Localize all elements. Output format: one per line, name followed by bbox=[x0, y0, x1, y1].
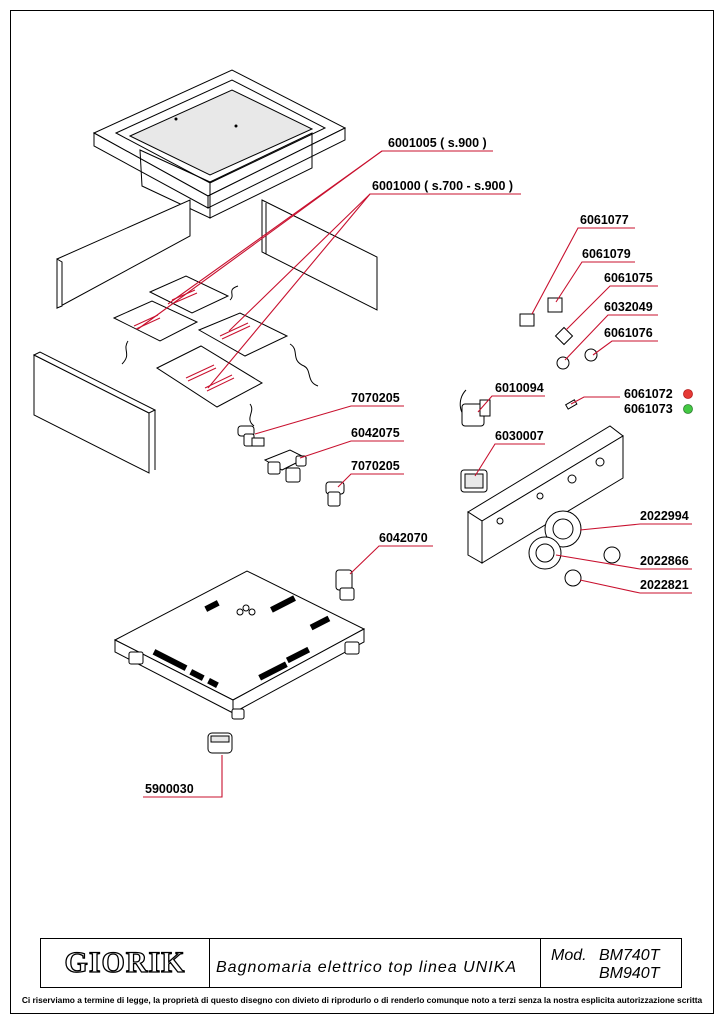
part-label-6061073: 6061073 bbox=[624, 402, 673, 416]
part-label-7070205-a: 7070205 bbox=[351, 391, 400, 405]
part-label-6042070: 6042070 bbox=[379, 531, 428, 545]
green-indicator-dot bbox=[683, 404, 693, 414]
base-plate bbox=[113, 570, 366, 720]
part-label-6030007: 6030007 bbox=[495, 429, 544, 443]
part-labels: 6001005 ( s.900 ) 6001000 ( s.700 - s.90… bbox=[145, 136, 689, 796]
logo-cell: GIORIK bbox=[41, 939, 210, 987]
part-label-6061076: 6061076 bbox=[604, 326, 653, 340]
product-description: Bagnomaria elettrico top linea UNIKA bbox=[216, 959, 518, 976]
front-panel bbox=[32, 351, 157, 474]
part-label-6001005: 6001005 ( s.900 ) bbox=[388, 136, 487, 150]
copyright-note: Ci riserviamo a termine di legge, la pro… bbox=[21, 995, 703, 1005]
part-label-5900030: 5900030 bbox=[145, 782, 194, 796]
part-label-6061072: 6061072 bbox=[624, 387, 673, 401]
model-prefix: Mod. bbox=[551, 947, 587, 964]
control-panel bbox=[467, 425, 624, 587]
part-label-6061077: 6061077 bbox=[580, 213, 629, 227]
part-label-6010094: 6010094 bbox=[495, 381, 544, 395]
side-panel-left bbox=[56, 199, 191, 309]
fittings bbox=[237, 425, 345, 507]
part-label-6061075: 6061075 bbox=[604, 271, 653, 285]
part-label-2022994: 2022994 bbox=[640, 509, 689, 523]
valve bbox=[335, 569, 355, 601]
controls-parts bbox=[459, 297, 598, 493]
heating-pads bbox=[112, 275, 319, 427]
part-label-6061079: 6061079 bbox=[582, 247, 631, 261]
model-number-1: BM740T bbox=[599, 947, 660, 964]
leader-lines bbox=[137, 150, 692, 798]
description-cell: Bagnomaria elettrico top linea UNIKA bbox=[210, 939, 541, 987]
part-label-7070205-b: 7070205 bbox=[351, 459, 400, 473]
part-label-6042075: 6042075 bbox=[351, 426, 400, 440]
model-cell: Mod. BM740T BM940T bbox=[541, 939, 681, 987]
part-label-6032049: 6032049 bbox=[604, 300, 653, 314]
part-label-6001000: 6001000 ( s.700 - s.900 ) bbox=[372, 179, 513, 193]
title-block: GIORIK Bagnomaria elettrico top linea UN… bbox=[40, 938, 682, 988]
red-indicator-dot bbox=[683, 389, 693, 399]
giorik-logo: GIORIK bbox=[64, 945, 186, 979]
well-basin bbox=[92, 69, 347, 219]
part-label-2022866: 2022866 bbox=[640, 554, 689, 568]
part-label-2022821: 2022821 bbox=[640, 578, 689, 592]
adjustable-foot bbox=[207, 732, 233, 754]
model-number-2: BM940T bbox=[599, 965, 660, 982]
